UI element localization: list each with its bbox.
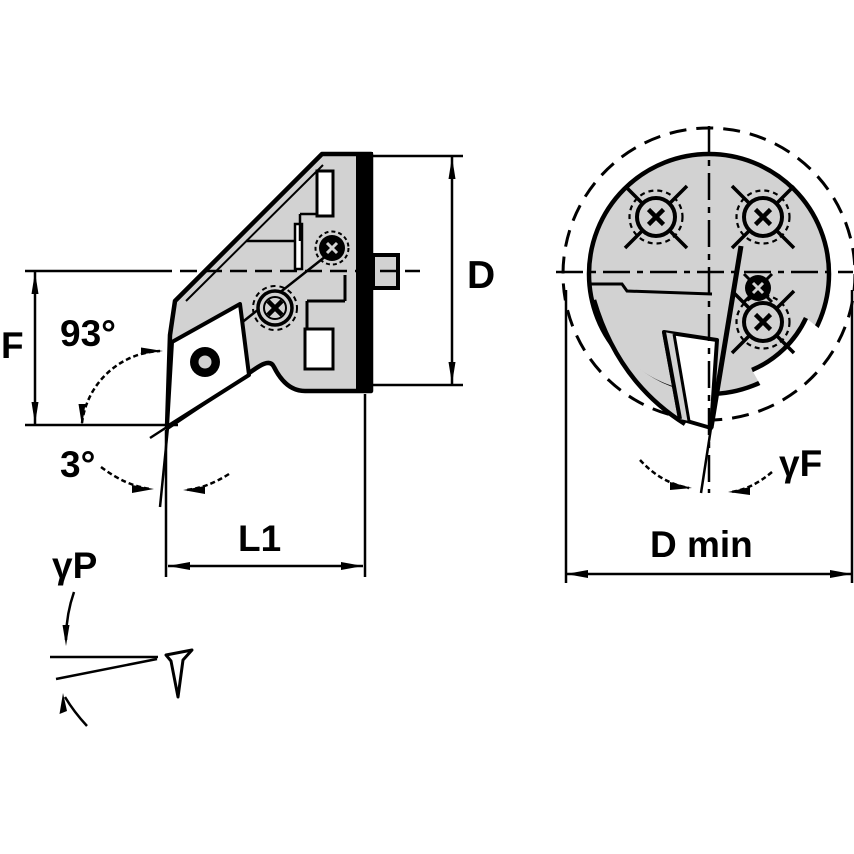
label-93deg: 93° [60,313,116,354]
torx-screw-top-right [730,184,796,250]
dimension-D [373,154,463,387]
dimension-3deg [100,426,230,577]
dimension-Dmin [564,290,854,583]
insert-edge-extension [149,425,168,440]
label-D: D [467,254,495,297]
torx-screw-top-left [623,184,689,250]
upper-screw [314,230,350,266]
rake-face-extension [699,427,713,494]
dimension-L1 [168,394,367,577]
dimension-gammaF [639,459,773,495]
insert-screw [190,347,220,377]
label-gammaF: γF [779,443,822,484]
torx-clamp-screw [252,285,298,331]
rake-detail [50,591,194,727]
label-F: F [1,325,24,366]
dimension-F [25,269,178,427]
coupling-castellation [246,169,347,371]
carrier-bulge [594,300,697,424]
side-view [149,151,420,440]
pocket-relief [752,318,821,386]
dimension-93deg [78,347,163,426]
label-L1: L1 [238,518,281,559]
label-gammaP: γP [52,545,97,586]
chamfer-line [185,164,324,302]
cutting-insert-front [662,330,719,430]
insert-tip-profile [164,648,194,699]
rake-face-line [708,245,744,429]
torx-screw-lower-right [730,289,796,355]
pocket-step-line [591,282,713,296]
end-view [556,126,854,494]
label-Dmin: D min [650,524,753,565]
label-3deg: 3° [60,444,95,485]
clamp-screw-front [742,272,774,304]
